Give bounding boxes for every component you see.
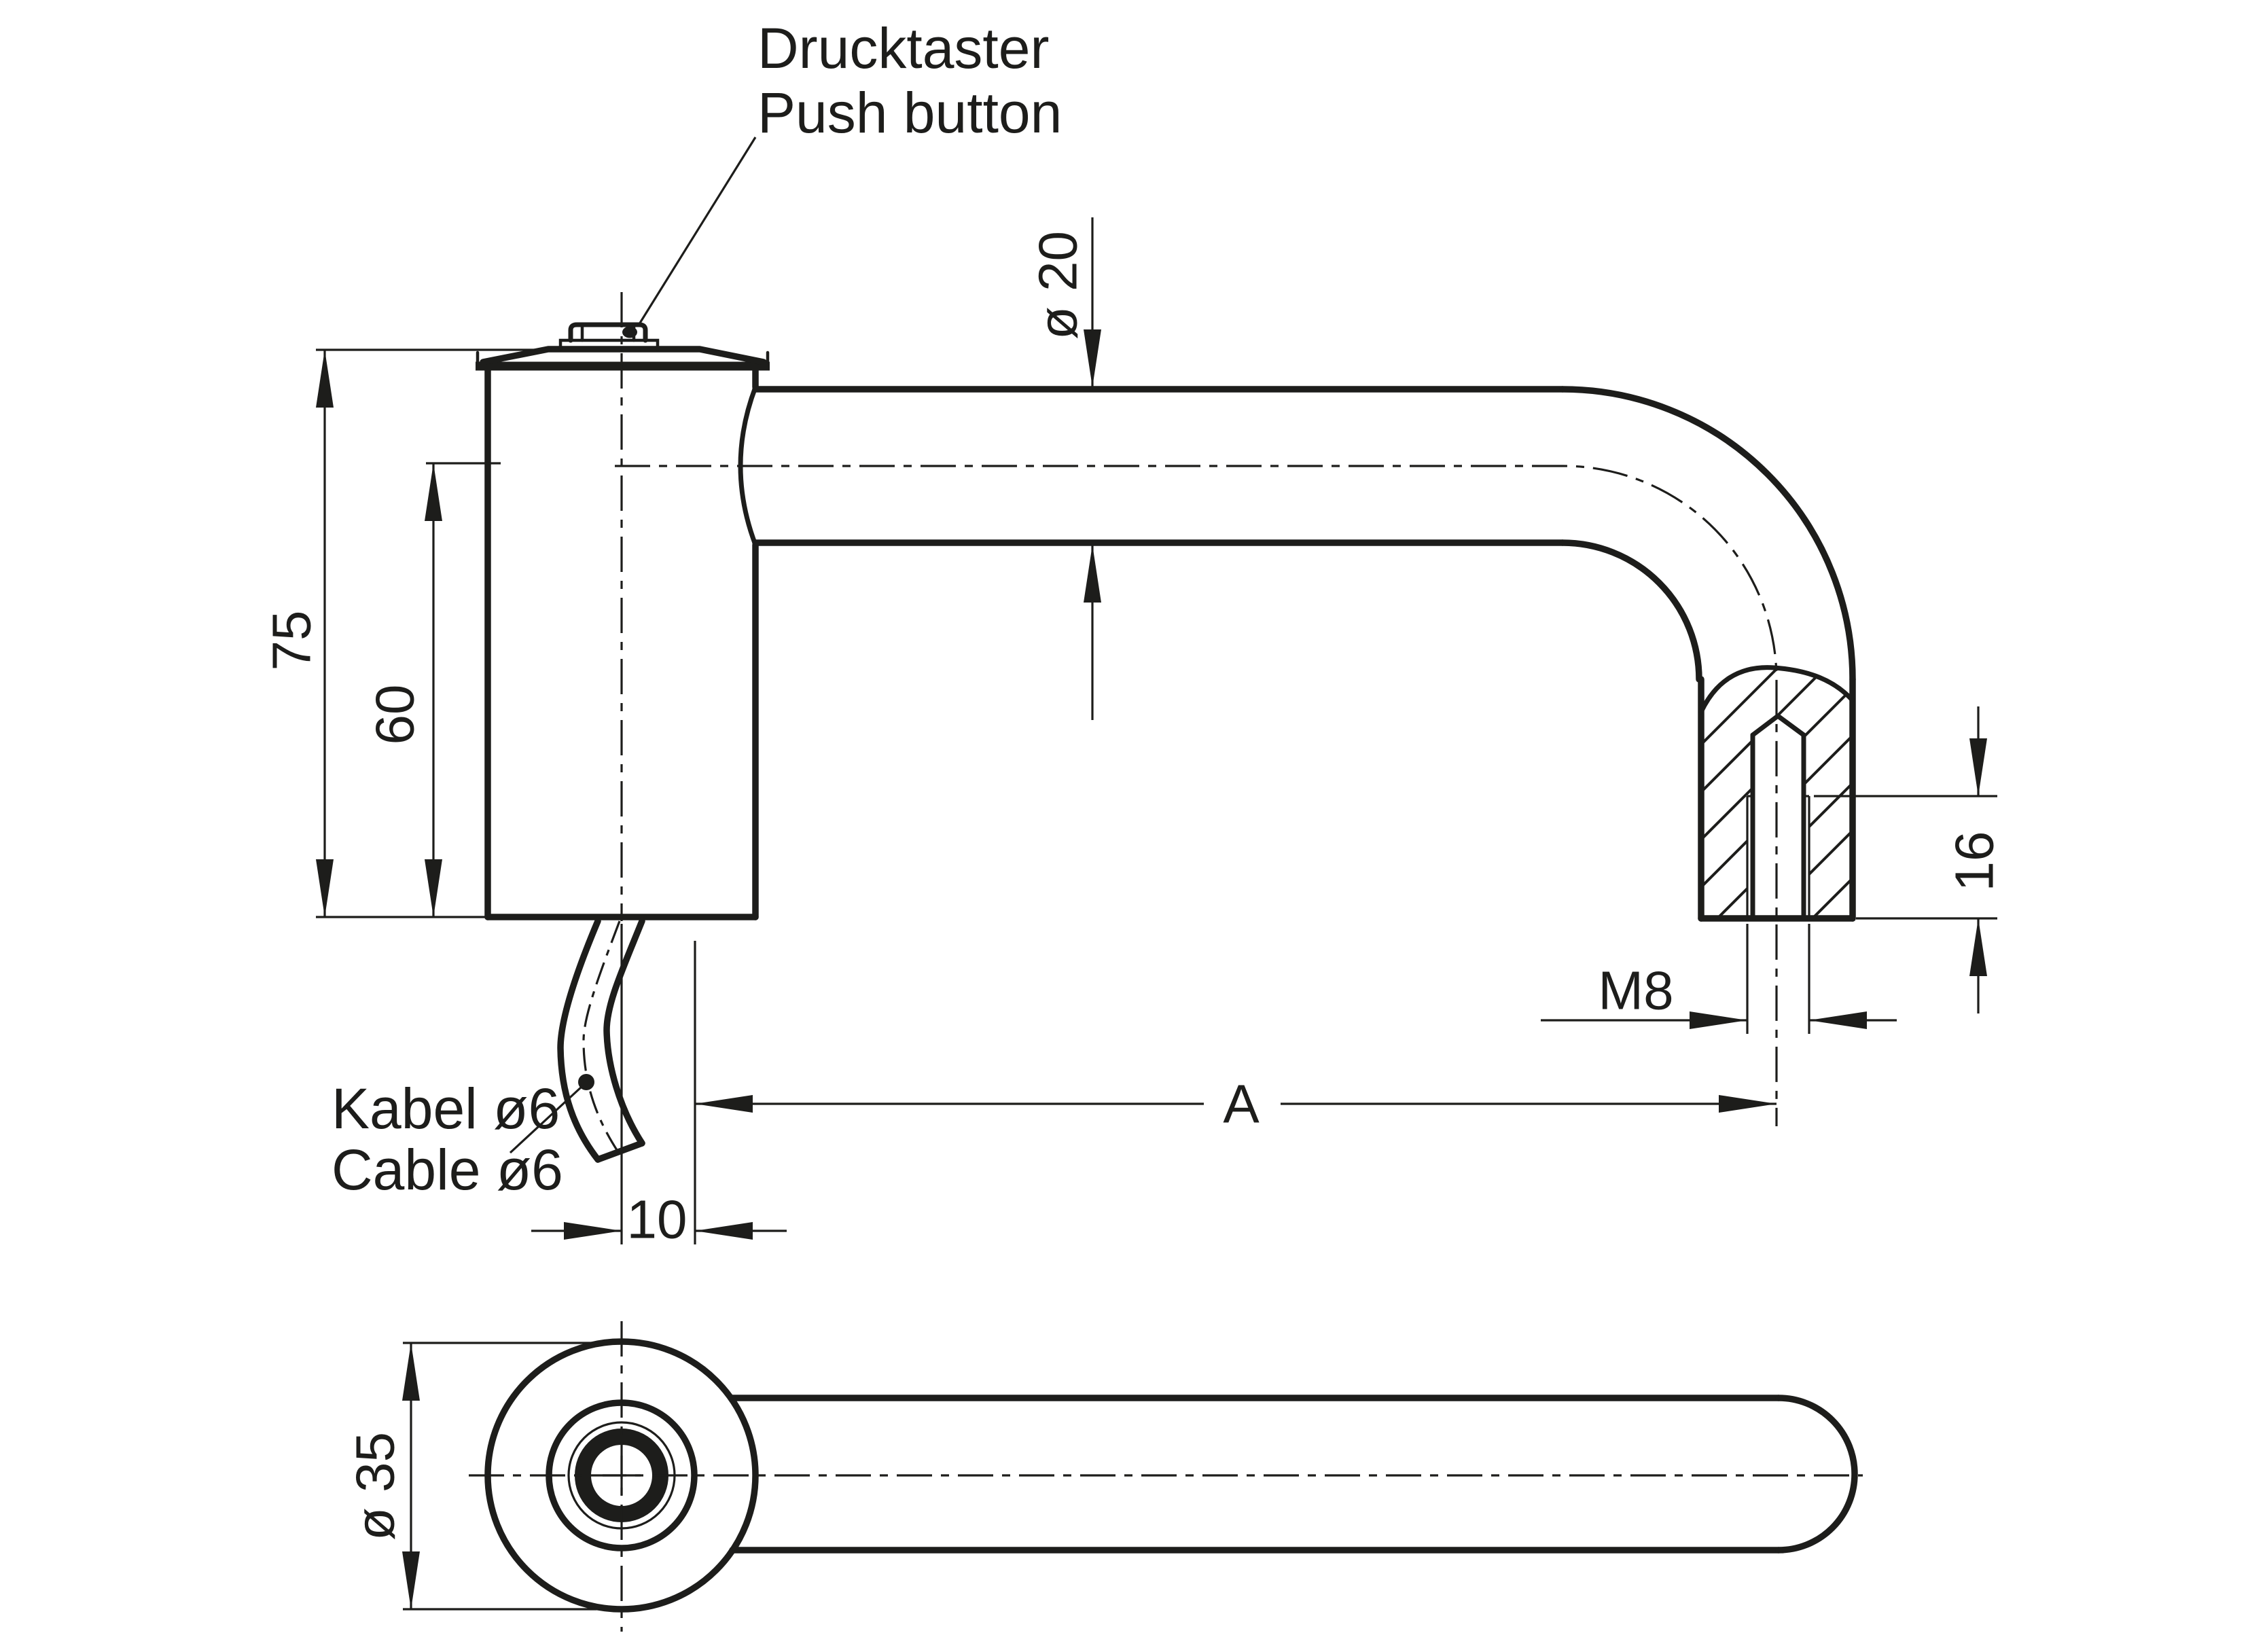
bottom-view-centerlines bbox=[469, 1321, 1863, 1632]
dim-length-a: A bbox=[694, 941, 1777, 1244]
callout-push-button: Drucktaster Push button bbox=[638, 16, 1062, 325]
m8-thread-hole bbox=[1746, 713, 1810, 921]
front-view-centerlines bbox=[615, 292, 1778, 1126]
dim-16-label: 16 bbox=[1944, 831, 2005, 892]
dim-60: 60 bbox=[365, 462, 501, 917]
dim-75: 75 bbox=[262, 348, 552, 918]
dim-flange-diameter: ø 35 bbox=[345, 1342, 596, 1611]
dim-flange-diameter-label: ø 35 bbox=[345, 1432, 406, 1541]
dim-m8: M8 bbox=[1541, 924, 1897, 1034]
bottom-view: ø 35 bbox=[345, 1321, 1863, 1632]
section-break-line bbox=[1698, 665, 1855, 715]
push-button-label-en: Push button bbox=[757, 81, 1062, 145]
tube-axis-centerline bbox=[615, 465, 1778, 1126]
dim-75-label: 75 bbox=[262, 611, 322, 671]
dim-10-label: 10 bbox=[627, 1189, 688, 1250]
push-button bbox=[568, 322, 648, 343]
dim-10: 10 bbox=[531, 924, 787, 1250]
dim-tube-diameter-label: ø 20 bbox=[1028, 231, 1088, 340]
dim-60-label: 60 bbox=[365, 685, 425, 745]
cable-centerline bbox=[582, 920, 621, 1155]
dim-m8-label: M8 bbox=[1598, 960, 1673, 1021]
front-view: 75 60 ø 20 A bbox=[262, 16, 2005, 1250]
bottom-view-handle-bar bbox=[728, 1395, 1858, 1554]
dim-length-a-label: A bbox=[1223, 1074, 1260, 1134]
callout-cable: Kabel ø6 Cable ø6 bbox=[332, 1074, 594, 1202]
dim-tube-diameter: ø 20 bbox=[1028, 217, 1101, 720]
cable bbox=[557, 918, 645, 1163]
thread-hole-clearing bbox=[1747, 716, 1809, 920]
cable-label-en: Cable ø6 bbox=[332, 1138, 563, 1202]
cable-leader-dot bbox=[578, 1074, 594, 1090]
push-button-leader-line bbox=[638, 137, 757, 325]
dim-16: 16 bbox=[1814, 706, 2005, 1013]
cable-label-de: Kabel ø6 bbox=[332, 1077, 560, 1141]
cable-leader-line bbox=[509, 1085, 583, 1154]
push-button-label-de: Drucktaster bbox=[757, 16, 1049, 80]
handle-tube bbox=[752, 386, 1856, 922]
push-button-dot bbox=[622, 326, 637, 338]
